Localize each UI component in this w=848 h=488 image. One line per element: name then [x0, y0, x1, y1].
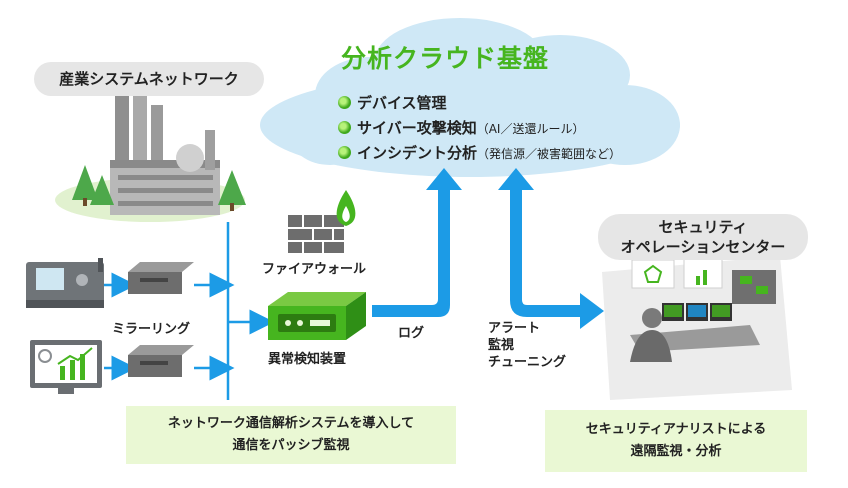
log-label: ログ [398, 326, 425, 341]
bullet-icon [338, 146, 351, 159]
mirroring-label: ミラーリング [112, 322, 191, 337]
cloud-title: 分析クラウド基盤 [341, 44, 550, 73]
firewall-label: ファイアウォール [262, 262, 367, 277]
network-title: 産業システムネットワーク [34, 62, 264, 96]
soc-room-icon [602, 256, 792, 400]
cloud-shape [260, 18, 680, 177]
bullet-icon [338, 96, 351, 109]
monitor-icon [30, 340, 102, 394]
mirror-tap-device-bottom [128, 345, 194, 377]
bullet-icon [338, 121, 351, 134]
cloud-item-device-management: デバイス管理 [338, 92, 447, 113]
detector-label: 異常検知装置 [268, 352, 347, 367]
factory-icon [55, 85, 245, 222]
caption-passive-monitoring: ネットワーク通信解析システムを導入して 通信をパッシブ監視 [126, 406, 456, 464]
cloud-item-incident-analysis: インシデント分析（発信源／被害範囲など） [338, 142, 621, 163]
tree-icon [72, 165, 246, 211]
anomaly-detector-icon [268, 292, 366, 340]
network-lines [104, 222, 275, 400]
machine-icon [26, 258, 104, 308]
alert-label: アラート 監視 チューニング [488, 321, 567, 370]
mirror-tap-device-top [128, 262, 194, 294]
caption-remote-analysis: セキュリティアナリストによる 遠隔監視・分析 [545, 410, 807, 472]
soc-title: セキュリティ オペレーションセンター [598, 214, 808, 260]
firewall-icon [288, 190, 356, 253]
alert-arrow [498, 168, 604, 329]
log-arrow [372, 168, 462, 317]
cloud-item-attack-detection: サイバー攻撃検知（AI／送還ルール） [338, 117, 584, 138]
